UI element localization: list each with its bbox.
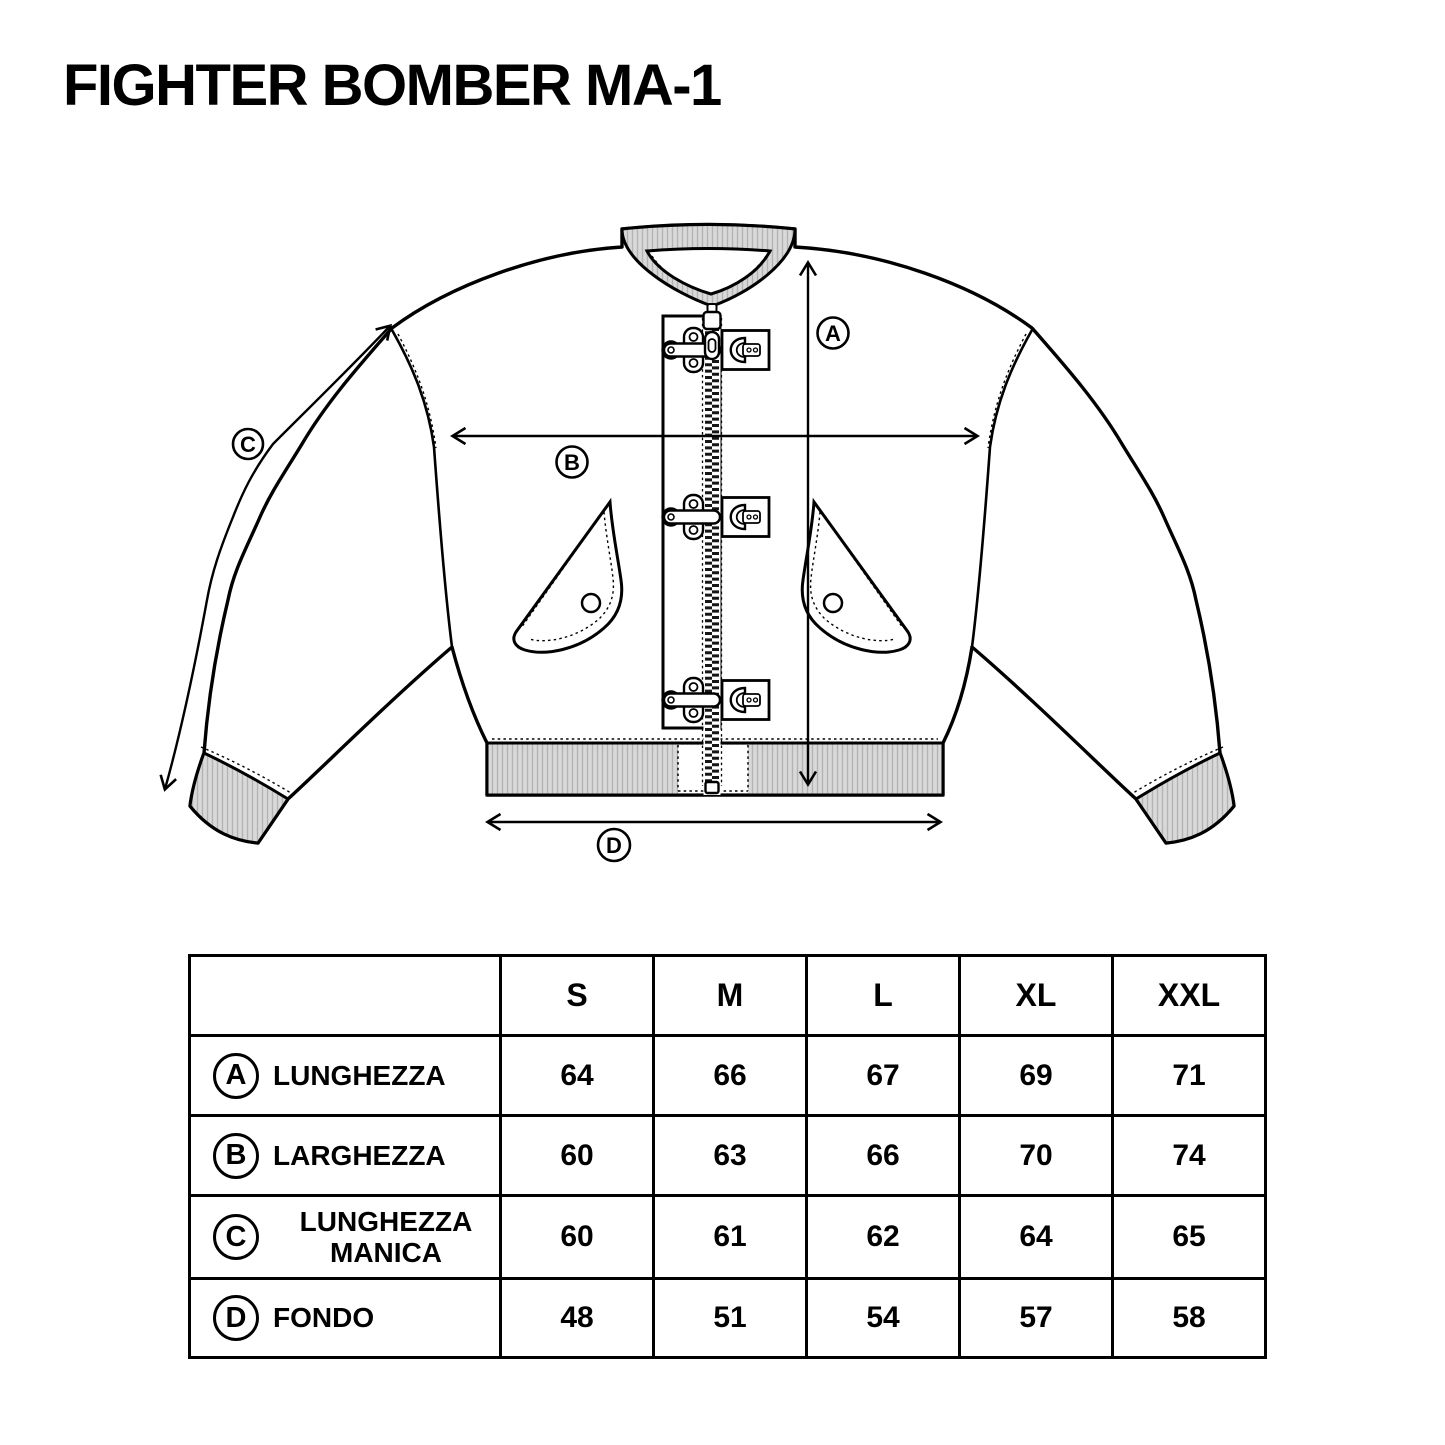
- collar: [620, 223, 797, 307]
- size-cell: 61: [652, 1194, 808, 1280]
- left-pocket: [512, 497, 624, 654]
- size-cell: 60: [499, 1114, 655, 1197]
- size-col-s: S: [499, 954, 655, 1037]
- row-label-cell: C LUNGHEZZA MANICA: [188, 1194, 502, 1280]
- row-label: LARGHEZZA: [273, 1139, 446, 1171]
- size-cell: 65: [1111, 1194, 1267, 1280]
- size-cell: 66: [805, 1114, 961, 1197]
- size-col-l: L: [805, 954, 961, 1037]
- jacket-diagram: A B C D: [159, 222, 1236, 863]
- svg-text:B: B: [564, 450, 580, 475]
- size-cell: 64: [499, 1034, 655, 1117]
- size-cell: 67: [805, 1034, 961, 1117]
- blank-corner-cell: [188, 954, 502, 1037]
- row-label: LUNGHEZZA MANICA: [299, 1205, 473, 1268]
- marker-b: B: [555, 445, 589, 479]
- zipper-bottom-stop: [704, 780, 720, 795]
- zipper: [701, 306, 723, 795]
- row-label-cell: B LARGHEZZA: [188, 1114, 502, 1197]
- row-label: FONDO: [273, 1302, 375, 1334]
- size-cell: 62: [805, 1194, 961, 1280]
- size-col-xl: XL: [958, 954, 1114, 1037]
- marker-c: C: [231, 427, 265, 461]
- size-cell: 74: [1111, 1114, 1267, 1197]
- right-armhole-seam: [970, 329, 1034, 648]
- svg-text:D: D: [606, 833, 622, 858]
- right-cuff: [1132, 746, 1236, 845]
- measure-line-c: [159, 323, 393, 792]
- size-cell: 60: [499, 1194, 655, 1280]
- left-armhole-stitch: [397, 333, 437, 449]
- left-pocket-snap: [580, 592, 602, 614]
- measurement-markers: A B C D: [231, 316, 850, 863]
- size-cell: 70: [958, 1114, 1114, 1197]
- page-title: FIGHTER BOMBER MA-1: [63, 53, 722, 118]
- size-col-m: M: [652, 954, 808, 1037]
- jacket-flat-sketch: A B C D: [159, 222, 1236, 863]
- row-letter-badge: D: [213, 1295, 259, 1341]
- zipper-slider: [702, 303, 722, 361]
- svg-text:C: C: [240, 432, 256, 457]
- row-label-cell: D FONDO: [188, 1277, 502, 1359]
- size-cell: 48: [499, 1277, 655, 1359]
- table-row-lunghezza-manica: C LUNGHEZZA MANICA 60 61 62 64 65: [188, 1194, 1267, 1280]
- svg-text:A: A: [825, 321, 841, 346]
- size-table: S M L XL XXL A LUNGHEZZA 64 66 67 69 71 …: [188, 954, 1267, 1359]
- size-cell: 69: [958, 1034, 1114, 1117]
- measurement-arrows: [159, 260, 980, 832]
- table-row-fondo: D FONDO 48 51 54 57 58: [188, 1277, 1267, 1359]
- right-armhole-stitch: [987, 333, 1027, 449]
- size-header-row: S M L XL XXL: [188, 954, 1267, 1037]
- size-col-xxl: XXL: [1111, 954, 1267, 1037]
- left-armhole-seam: [390, 329, 454, 648]
- marker-a: A: [816, 316, 850, 350]
- size-cell: 64: [958, 1194, 1114, 1280]
- size-cell: 58: [1111, 1277, 1267, 1359]
- row-letter-badge: A: [213, 1052, 259, 1099]
- row-letter-badge: B: [213, 1132, 259, 1179]
- table-row-larghezza: B LARGHEZZA 60 63 66 70 74: [188, 1114, 1267, 1197]
- row-label-cell: A LUNGHEZZA: [188, 1034, 502, 1117]
- table-row-lunghezza: A LUNGHEZZA 64 66 67 69 71: [188, 1034, 1267, 1117]
- size-cell: 57: [958, 1277, 1114, 1359]
- row-label: LUNGHEZZA: [273, 1059, 446, 1091]
- size-cell: 54: [805, 1277, 961, 1359]
- right-pocket-snap: [822, 592, 844, 614]
- right-pocket: [800, 497, 912, 654]
- size-cell: 66: [652, 1034, 808, 1117]
- marker-d: D: [596, 827, 632, 863]
- size-cell: 71: [1111, 1034, 1267, 1117]
- size-cell: 63: [652, 1114, 808, 1197]
- row-letter-badge: C: [213, 1214, 259, 1260]
- size-cell: 51: [652, 1277, 808, 1359]
